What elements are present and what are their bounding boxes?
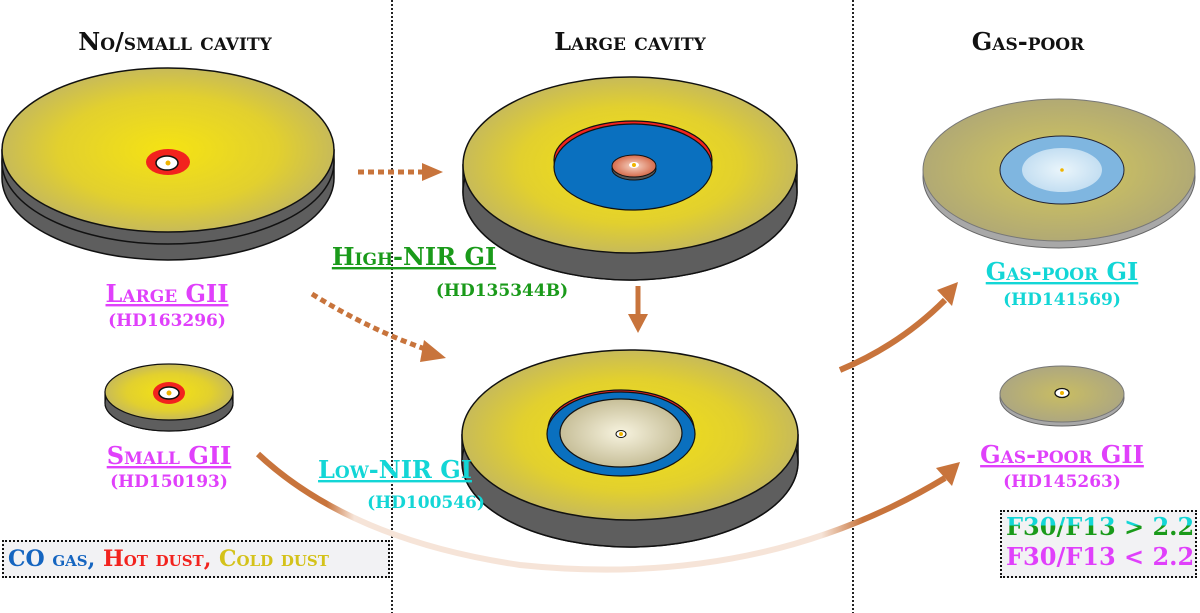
arrow-large-gii-to-high-nir bbox=[358, 163, 443, 181]
target-hd163296: (HD163296) bbox=[108, 311, 226, 331]
star-icon bbox=[632, 163, 636, 167]
legend-ratio-greater: F30/F13 > 2.2 bbox=[1006, 512, 1195, 541]
arrow-high-nir-to-low-nir bbox=[628, 286, 648, 333]
star-icon bbox=[166, 390, 172, 396]
legend-flux-ratio: F30/F13 > 2.2 F30/F13 < 2.2 bbox=[1000, 510, 1197, 578]
star-icon bbox=[619, 432, 623, 436]
legend-separator: , bbox=[87, 546, 103, 572]
header-no-small-cavity: No/small cavity bbox=[78, 27, 272, 56]
arrow-large-gii-to-low-nir bbox=[310, 291, 446, 362]
arrow-small-gii-to-gas-poor-gii bbox=[255, 451, 960, 573]
label-high-nir-gi: High-NIR GI bbox=[332, 242, 496, 271]
disk-low-nir-gi bbox=[461, 349, 799, 548]
legend-hot-dust: Hot dust bbox=[102, 546, 204, 572]
label-gas-poor-gi: Gas-poor GI bbox=[986, 257, 1139, 286]
target-hd145263: (HD145263) bbox=[1003, 472, 1121, 492]
disk-gas-poor-gii bbox=[999, 365, 1125, 427]
legend-emission-components: CO gas, Hot dust, Cold dust bbox=[2, 540, 390, 578]
disk-large-gii bbox=[1, 67, 335, 261]
label-gas-poor-gii: Gas-poor GII bbox=[980, 440, 1144, 469]
legend-ratio-less: F30/F13 < 2.2 bbox=[1006, 542, 1195, 571]
header-gas-poor: Gas-poor bbox=[972, 27, 1085, 56]
label-small-gii: Small GII bbox=[107, 441, 232, 470]
header-large-cavity: Large cavity bbox=[554, 27, 706, 56]
disk-gas-poor-gi bbox=[922, 98, 1196, 249]
disk-small-gii bbox=[104, 363, 234, 432]
target-hd100546: (HD100546) bbox=[367, 493, 485, 513]
label-low-nir-gi: Low-NIR GI bbox=[318, 455, 472, 484]
label-large-gii: Large GII bbox=[106, 279, 229, 308]
star-icon bbox=[165, 160, 171, 166]
star-icon bbox=[1060, 168, 1064, 172]
legend-cold-dust: Cold dust bbox=[219, 546, 329, 572]
star-icon bbox=[1060, 391, 1064, 395]
legend-separator: , bbox=[203, 546, 220, 572]
legend-co-gas: CO gas bbox=[8, 546, 88, 572]
target-hd135344b: (HD135344B) bbox=[436, 281, 568, 301]
arrow-low-nir-to-gas-poor-gi bbox=[838, 282, 958, 373]
disk-high-nir-gi bbox=[462, 76, 798, 281]
target-hd141569: (HD141569) bbox=[1003, 290, 1121, 310]
target-hd150193: (HD150193) bbox=[110, 472, 228, 492]
